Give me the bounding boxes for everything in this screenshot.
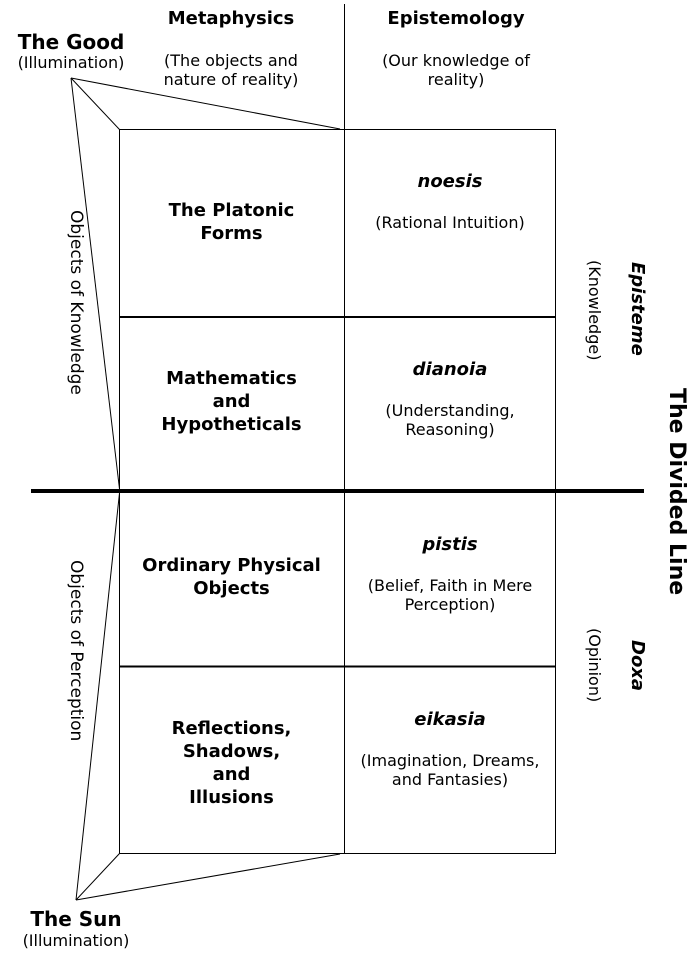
object-cell-line: The Platonic xyxy=(168,200,295,221)
epistemology-subtitle-line: reality) xyxy=(427,70,485,89)
faculty-term-dianoia: dianoia xyxy=(412,359,488,380)
faculty-gloss-line: Perception) xyxy=(404,595,496,614)
the-good-subtitle: (Illumination) xyxy=(17,53,125,72)
diagram-title: The Divided Line xyxy=(664,388,689,596)
object-cell-line: Hypotheticals xyxy=(161,414,302,435)
object-cell-line: Illusions xyxy=(189,787,274,808)
faculty-gloss-eikasia: (Imagination, Dreams, and Fantasies) xyxy=(346,751,554,789)
object-cell-line: Mathematics xyxy=(166,368,297,389)
epistemology-heading: Epistemology xyxy=(387,8,525,29)
opinion-label: (Opinion) xyxy=(585,628,604,703)
faculty-gloss-line: (Understanding, xyxy=(385,401,515,420)
episteme-label: Episteme xyxy=(627,262,648,356)
faculty-term-noesis: noesis xyxy=(417,171,483,192)
sun-ray-bottom xyxy=(75,853,341,901)
doxa-label: Doxa xyxy=(627,640,648,692)
object-cell-line: Ordinary Physical xyxy=(142,555,321,576)
epistemology-subtitle: (Our knowledge of reality) xyxy=(356,51,556,89)
metaphysics-subtitle-line: (The objects and xyxy=(164,51,298,70)
metaphysics-subtitle: (The objects and nature of reality) xyxy=(131,51,331,89)
sun-ray-corner xyxy=(75,853,120,901)
faculty-gloss-line: (Rational Intuition) xyxy=(375,213,525,232)
faculty-gloss-dianoia: (Understanding, Reasoning) xyxy=(346,401,554,439)
objects-of-knowledge-label: Objects of Knowledge xyxy=(66,210,86,395)
knowledge-label: (Knowledge) xyxy=(585,260,604,361)
the-sun-subtitle: (Illumination) xyxy=(22,931,130,950)
the-good-title: The Good xyxy=(17,30,125,54)
object-cell-mathematics: Mathematics and Hypotheticals xyxy=(121,367,342,436)
objects-of-perception-label: Objects of Perception xyxy=(66,560,86,742)
object-cell-line: and xyxy=(212,391,251,412)
object-cell-physical: Ordinary Physical Objects xyxy=(121,554,342,600)
good-ray-top xyxy=(70,77,341,130)
faculty-gloss-pistis: (Belief, Faith in Mere Perception) xyxy=(346,576,554,614)
faculty-gloss-line: (Belief, Faith in Mere xyxy=(367,576,533,595)
faculty-gloss-noesis: (Rational Intuition) xyxy=(346,213,554,232)
the-sun-title: The Sun xyxy=(30,907,122,931)
faculty-term-eikasia: eikasia xyxy=(414,709,486,730)
sun-ray-side xyxy=(75,492,120,901)
object-cell-line: Objects xyxy=(193,578,270,599)
object-cell-line: Forms xyxy=(200,223,263,244)
object-cell-line: Shadows, xyxy=(182,741,281,762)
metaphysics-heading: Metaphysics xyxy=(167,8,295,29)
good-ray-side xyxy=(70,77,120,490)
object-cell-forms: The Platonic Forms xyxy=(121,199,342,245)
metaphysics-subtitle-line: nature of reality) xyxy=(163,70,299,89)
faculty-term-pistis: pistis xyxy=(422,534,478,555)
faculty-gloss-line: and Fantasies) xyxy=(391,770,509,789)
object-cell-reflections: Reflections, Shadows, and Illusions xyxy=(121,717,342,809)
object-cell-line: Reflections, xyxy=(171,718,292,739)
epistemology-subtitle-line: (Our knowledge of xyxy=(382,51,530,70)
object-cell-line: and xyxy=(212,764,251,785)
good-ray-corner xyxy=(70,77,120,130)
faculty-gloss-line: (Imagination, Dreams, xyxy=(360,751,540,770)
faculty-gloss-line: Reasoning) xyxy=(405,420,495,439)
